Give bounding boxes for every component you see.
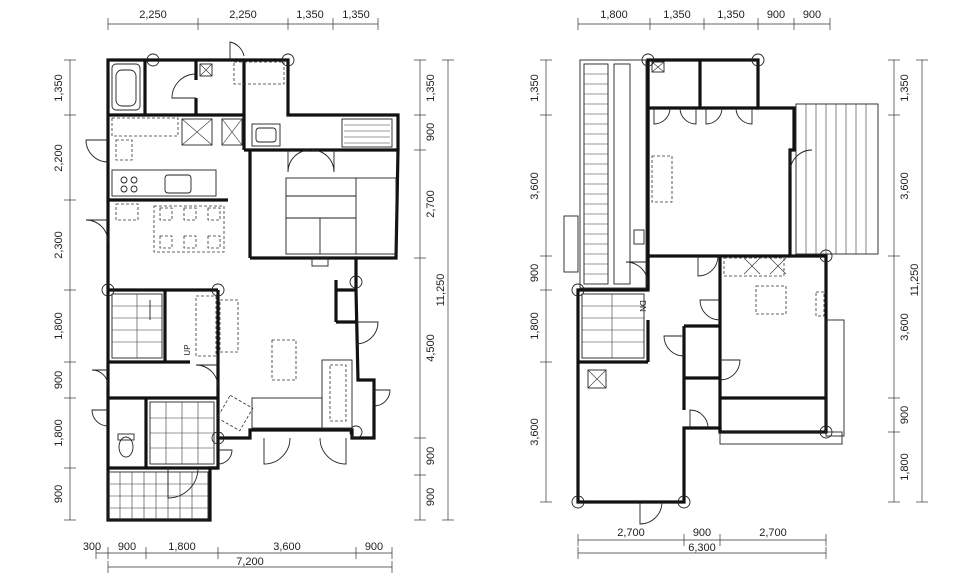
dim-label: 2,250 (229, 9, 257, 21)
stair-down-label: DN (638, 300, 647, 312)
dim-label: 3,600 (529, 172, 541, 200)
dim-label: 900 (767, 9, 785, 21)
floor2-walls (576, 58, 828, 504)
dim-label: 1,350 (296, 9, 324, 21)
dim-label: 1,800 (53, 312, 65, 340)
dim-label: 3,600 (899, 313, 911, 341)
floor2-right-dimensions: 1,350 3,600 3,600 900 1,800 11,250 (888, 59, 928, 503)
dim-label: 1,350 (342, 9, 370, 21)
dim-label: 3,600 (899, 172, 911, 200)
floor2-left-dimensions: 1,350 3,600 900 1,800 3,600 (529, 59, 552, 503)
floor1-fixtures (107, 61, 397, 521)
dim-label: 1,350 (899, 74, 911, 102)
dim-total-label: 11,250 (435, 274, 447, 307)
dim-label: 1,350 (425, 74, 437, 102)
floor1-bottom-dimensions: 300 900 1,800 3,600 900 7,200 (83, 541, 393, 573)
dim-label: 900 (803, 9, 821, 21)
dim-label: 900 (53, 485, 65, 503)
dim-label: 900 (425, 488, 437, 506)
floor1-doors (85, 41, 391, 499)
floor2-plan: 1,800 1,350 1,350 900 900 1,350 3,600 90… (529, 9, 928, 559)
dim-label: 900 (118, 541, 136, 553)
floor2-doors (625, 107, 813, 525)
dim-label: 2,700 (759, 527, 787, 539)
dim-label: 900 (529, 264, 541, 282)
dim-label: 1,350 (663, 9, 691, 21)
dim-total-label: 6,300 (688, 542, 716, 554)
dim-label: 1,350 (53, 74, 65, 102)
dim-label: 900 (365, 541, 383, 553)
dim-label: 1,800 (529, 312, 541, 340)
floor1-left-dimensions: 1,350 2,200 2,300 1,800 900 1,800 900 (53, 59, 76, 521)
dim-label: 300 (83, 541, 101, 553)
dim-label: 2,700 (425, 190, 437, 218)
dim-label: 1,800 (600, 9, 628, 21)
floor1-walls (106, 58, 400, 522)
dim-label: 1,800 (899, 453, 911, 481)
dim-label: 1,800 (53, 419, 65, 447)
dim-label: 2,250 (139, 9, 167, 21)
dim-label: 1,800 (168, 541, 196, 553)
dim-label: 900 (425, 123, 437, 141)
dim-total-label: 7,200 (236, 556, 264, 568)
dim-total-label: 11,250 (909, 264, 921, 297)
dim-label: 900 (53, 371, 65, 389)
stair-up-label: UP (183, 344, 192, 355)
dim-label: 1,350 (717, 9, 745, 21)
dim-label: 900 (425, 447, 437, 465)
floor2-top-dimensions: 1,800 1,350 1,350 900 900 (577, 9, 831, 30)
floor1-plan: 2,250 2,250 1,350 1,350 1,350 2,200 2,30… (53, 9, 454, 573)
floor1-top-dimensions: 2,250 2,250 1,350 1,350 (107, 9, 379, 30)
dim-label: 3,600 (529, 418, 541, 446)
dim-label: 1,350 (529, 74, 541, 102)
floor2-bottom-dimensions: 2,700 900 2,700 6,300 (577, 527, 827, 559)
dim-label: 4,500 (425, 334, 437, 362)
dim-label: 2,300 (53, 231, 65, 259)
dim-label: 2,700 (617, 527, 645, 539)
dim-label: 900 (693, 527, 711, 539)
dim-label: 900 (899, 406, 911, 424)
floor1-columns (101, 53, 363, 445)
floor2-fixtures (563, 59, 879, 445)
floor1-right-dimensions: 1,350 900 2,700 4,500 900 900 11,250 (414, 59, 454, 521)
dim-label: 3,600 (273, 541, 301, 553)
dim-label: 2,200 (53, 144, 65, 172)
